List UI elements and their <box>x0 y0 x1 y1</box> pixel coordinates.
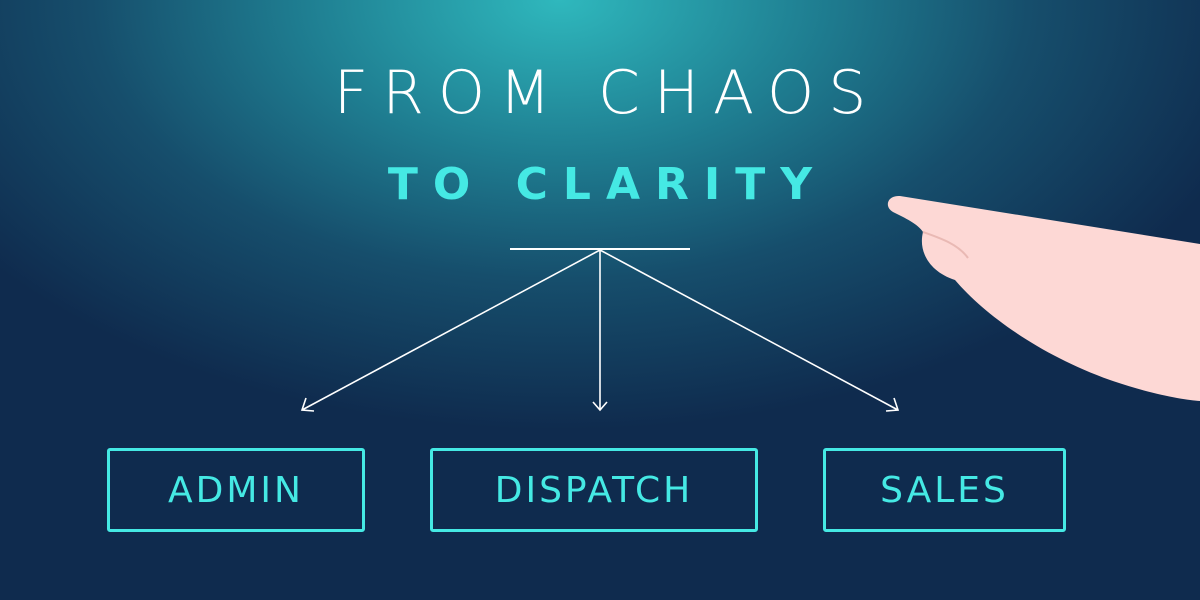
node-sales: SALES <box>823 448 1066 532</box>
headline-title: FROM CHAOS <box>333 58 881 128</box>
node-admin: ADMIN <box>107 448 365 532</box>
headline-subtitle: TO CLARITY <box>387 159 828 210</box>
connector-arrow-center <box>592 250 608 412</box>
node-dispatch: DISPATCH <box>430 448 758 532</box>
connector-arrow-left <box>300 249 601 412</box>
connector-arrow-right <box>599 249 900 412</box>
